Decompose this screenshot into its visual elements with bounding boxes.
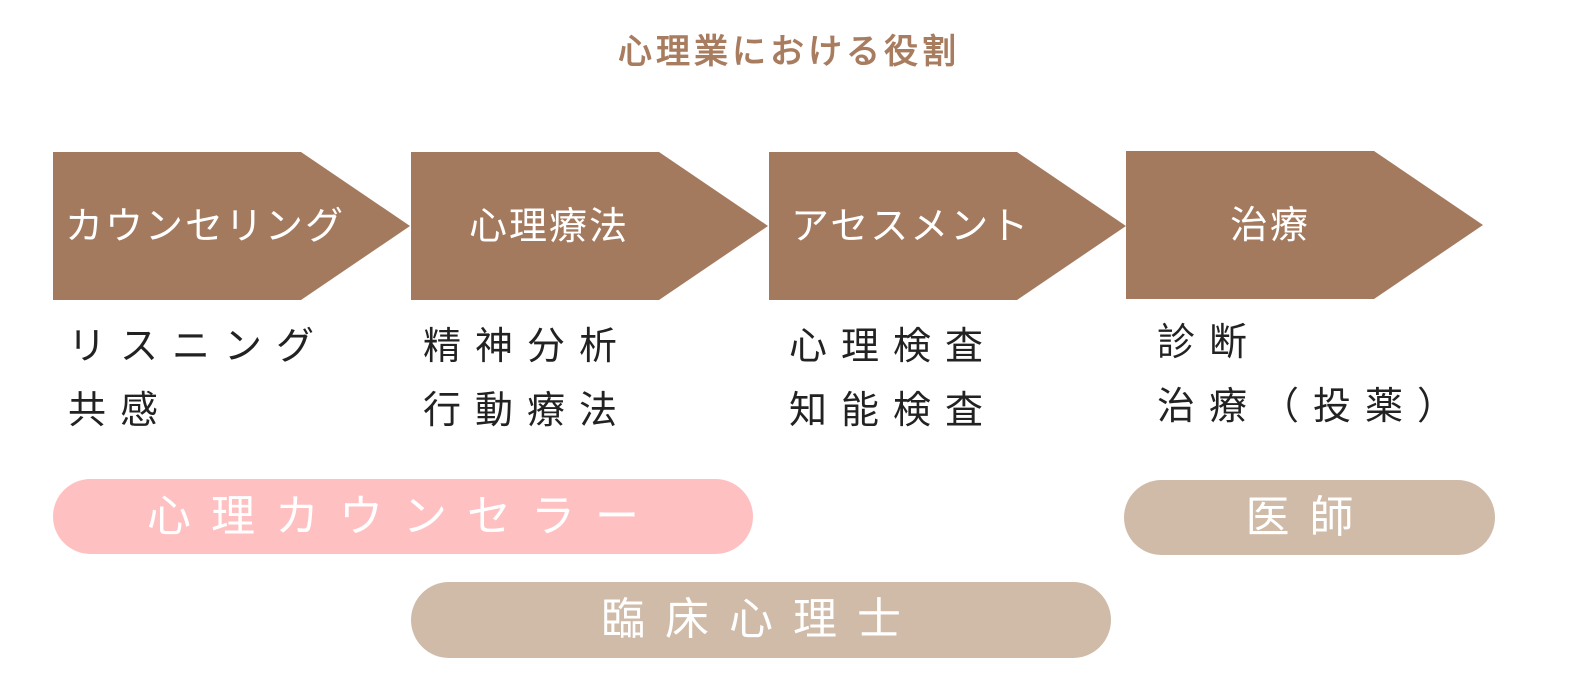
stage-items-treatment: 診断 治療（投薬） — [1157, 310, 1469, 438]
stage-item: 知能検査 — [789, 388, 998, 432]
stage-label: カウンセリング — [65, 204, 346, 248]
arrow-shape — [411, 152, 768, 300]
stage-item: 治療（投薬） — [1157, 384, 1470, 428]
stage-item: 診断 — [1157, 320, 1262, 364]
role-label: 心理カウンセラー — [147, 491, 659, 542]
role-pill-doctor: 医師 — [1124, 480, 1495, 555]
stage-item: 精神分析 — [423, 324, 632, 368]
diagram-title: 心理業における役割 — [618, 32, 960, 72]
stage-items-counseling: リスニング 共感 — [68, 314, 328, 442]
stage-label: アセスメント — [791, 204, 1031, 248]
stage-item: 心理検査 — [789, 324, 998, 368]
arrow-shape — [53, 152, 410, 300]
arrow-shape — [769, 152, 1126, 300]
stage-label: 治療 — [1230, 203, 1311, 247]
stage-items-psychotherapy: 精神分析 行動療法 — [423, 314, 631, 442]
stage-arrow-treatment: 治療 — [1126, 151, 1484, 299]
stage-item: 行動療法 — [423, 388, 632, 432]
role-label: 医師 — [1245, 492, 1374, 543]
stage-item: リスニング — [68, 324, 329, 368]
stage-items-assessment: 心理検査 知能検査 — [789, 314, 997, 442]
role-pill-clinical-psychologist: 臨床心理士 — [411, 582, 1111, 658]
arrow-shape — [1126, 151, 1483, 299]
stage-arrow-counseling: カウンセリング — [53, 152, 411, 300]
stage-arrow-psychotherapy: 心理療法 — [411, 152, 769, 300]
role-label: 臨床心理士 — [601, 594, 921, 645]
stage-item: 共感 — [68, 388, 173, 432]
stage-arrow-assessment: アセスメント — [769, 152, 1127, 300]
stage-label: 心理療法 — [469, 204, 630, 248]
role-pill-counselor: 心理カウンセラー — [53, 479, 753, 554]
